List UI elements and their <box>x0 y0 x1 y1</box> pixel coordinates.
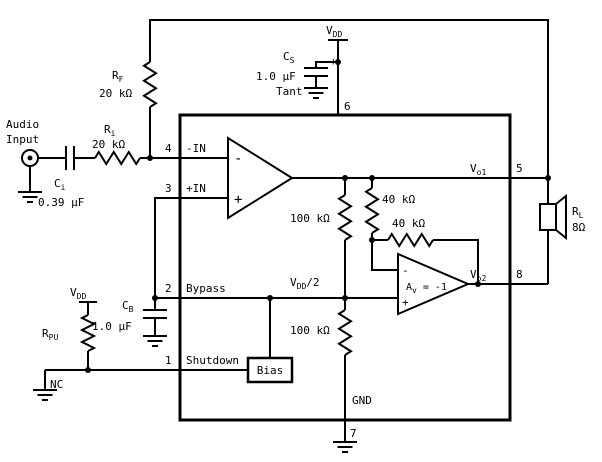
speaker-driver <box>539 203 557 231</box>
resistor-ri <box>94 150 141 166</box>
junction-cb-bypass <box>152 295 158 301</box>
junction-100k-vo1 <box>342 175 348 181</box>
pos-in-label: +IN <box>186 182 206 195</box>
jack-center-pin <box>27 155 33 161</box>
capacitor-cb <box>143 309 167 319</box>
opamp2-gain-label: Av = -1 <box>406 282 447 295</box>
junction-40k-tap <box>369 237 375 243</box>
ground-cs <box>304 87 328 99</box>
pin2-number: 2 <box>165 282 172 295</box>
ground-nc <box>33 389 57 401</box>
ground-audio-jack <box>18 191 42 203</box>
ground-symbols <box>18 87 357 453</box>
opamp1-plus-sign: + <box>234 192 242 208</box>
pin7-number: 7 <box>350 427 357 440</box>
audio-input-label-line2: Input <box>6 133 39 146</box>
bypass-label: Bypass <box>186 282 226 295</box>
bias-label: Bias <box>257 364 284 377</box>
pin5-number: 5 <box>516 162 523 175</box>
resistor-40k-feedback <box>387 232 434 248</box>
capacitors <box>65 67 328 319</box>
rf-value: 20 kΩ <box>99 87 132 100</box>
opamp2-minus-sign: - <box>402 264 409 277</box>
bias-block <box>246 356 294 384</box>
ci-label: Ci <box>54 177 66 192</box>
pin1-number: 1 <box>165 354 172 367</box>
cs-label: CS <box>283 50 295 65</box>
cs-value: 1.0 µF <box>256 70 296 83</box>
vdd-top-label: VDD <box>326 24 342 39</box>
pin6-number: 6 <box>344 100 351 113</box>
wires <box>29 19 549 442</box>
capacitor-cs <box>304 67 328 77</box>
pin8-number: 8 <box>516 268 523 281</box>
r100k-bottom-value: 100 kΩ <box>290 324 330 337</box>
ground-cb <box>143 335 167 347</box>
wire-feedback-top <box>149 19 549 204</box>
junction-40k-vo1 <box>369 175 375 181</box>
junction-cs-vdd <box>335 59 341 65</box>
r100k-top-value: 100 kΩ <box>290 212 330 225</box>
vo2-label: Vo2 <box>470 268 486 283</box>
cb-value: 1.0 µF <box>92 320 132 333</box>
capacitor-ci <box>65 146 75 170</box>
gnd-label: GND <box>352 394 372 407</box>
rl-label: RL <box>572 205 584 220</box>
ri-label: Ri <box>104 123 116 138</box>
wire-h40k-right <box>433 239 479 284</box>
junction-100k-bypass <box>342 295 348 301</box>
opamp1-minus-sign: - <box>234 151 242 167</box>
ground-pin7 <box>333 441 357 453</box>
junction-rf-input <box>147 155 153 161</box>
junction-feedback-vo1 <box>545 175 551 181</box>
audio-input-jack <box>21 149 39 167</box>
cb-label: CB <box>122 299 134 314</box>
junction-feedback-vo2 <box>475 281 481 287</box>
wire-vdd-to-cs <box>315 61 338 68</box>
cs-note: Tant <box>276 85 303 98</box>
opamp1-triangle <box>227 136 294 220</box>
resistor-100k-bottom <box>337 309 353 356</box>
r40k-vertical-value: 40 kΩ <box>382 193 415 206</box>
audio-input-label-line1: Audio <box>6 118 39 131</box>
r40k-feedback-value: 40 kΩ <box>392 217 425 230</box>
resistor-40k-vertical <box>364 187 380 234</box>
ci-value: 0.39 µF <box>38 196 84 209</box>
wire-amp1-pos-to-cb <box>154 197 228 310</box>
cs-polarity-plus: + <box>330 55 337 68</box>
wire-40k-to-amp2-neg <box>371 233 398 271</box>
vdd-half-label: VDD/2 <box>290 276 320 291</box>
junction-bias-bypass <box>267 295 273 301</box>
vdd-left-label: VDD <box>70 286 86 301</box>
pin4-number: 4 <box>165 142 172 155</box>
resistor-rpu <box>79 314 97 352</box>
speaker-symbol <box>539 193 567 241</box>
rpu-label: RPU <box>42 327 58 342</box>
junction-dots <box>85 59 551 373</box>
nc-label: NC <box>50 378 63 391</box>
ri-value: 20 kΩ <box>92 138 125 151</box>
opamp2-triangle <box>397 252 471 316</box>
speaker-cone <box>555 193 567 241</box>
resistors <box>79 61 434 356</box>
junction-rpu-shutdown <box>85 367 91 373</box>
rl-value: 8Ω <box>572 221 586 234</box>
vo1-label: Vo1 <box>470 162 486 177</box>
opamp2-plus-sign: + <box>402 296 409 309</box>
resistor-rf <box>142 61 158 108</box>
neg-in-label: -IN <box>186 142 206 155</box>
shutdown-label: Shutdown <box>186 354 239 367</box>
pin3-number: 3 <box>165 182 172 195</box>
resistor-100k-top <box>337 194 353 241</box>
rf-label: RF <box>112 69 124 84</box>
